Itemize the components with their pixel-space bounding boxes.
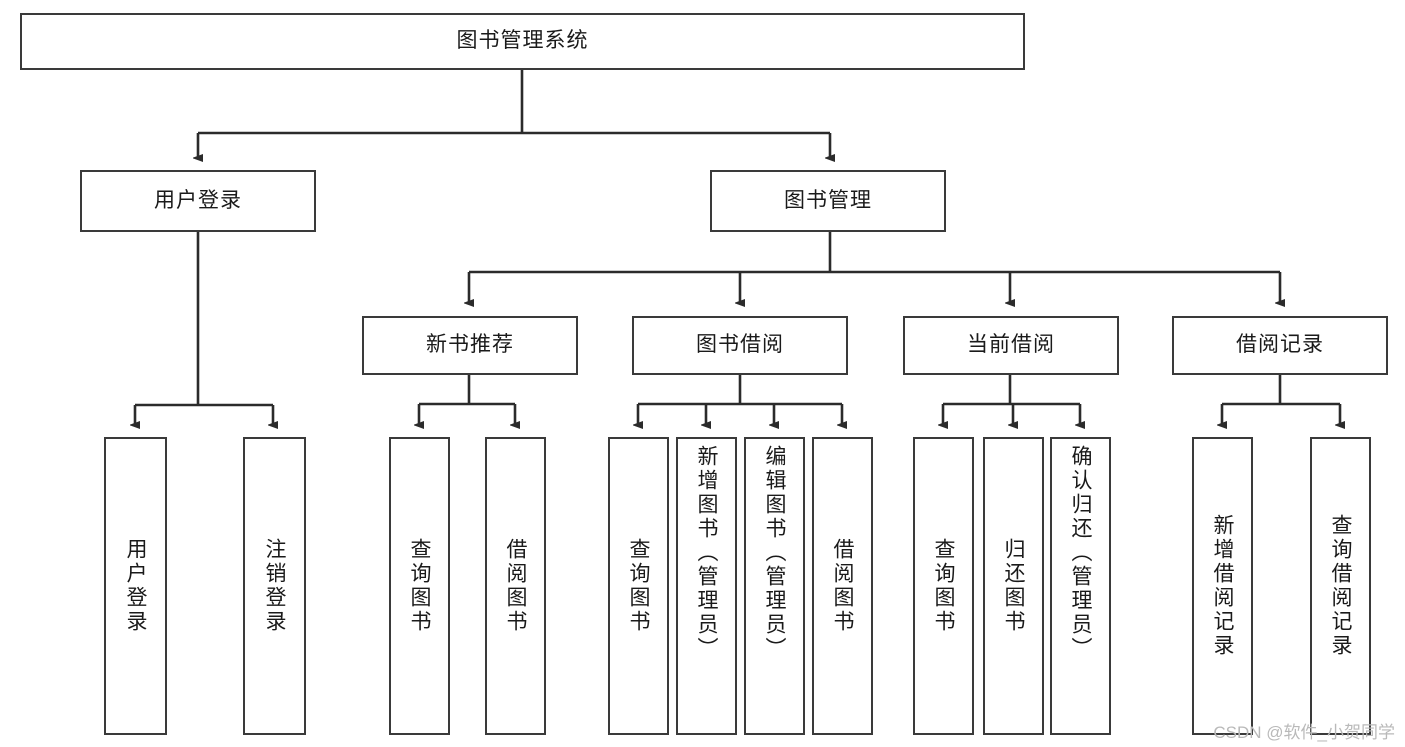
node-root[interactable]: 图书管理系统 [20,13,1025,70]
node-new-book-rec-label: 新书推荐 [426,333,514,357]
leaf-add-borrow-record-label: 新增借阅记录 [1211,514,1234,658]
leaf-edit-book-admin[interactable]: 编辑图书（管理员） [744,437,805,735]
leaf-user-login[interactable]: 用户登录 [104,437,167,735]
leaf-query-book-3-label: 查询图书 [932,538,955,634]
leaf-return-book[interactable]: 归还图书 [983,437,1044,735]
node-book-manage[interactable]: 图书管理 [710,170,946,232]
node-current-borrow[interactable]: 当前借阅 [903,316,1119,375]
watermark-text: CSDN @软件_小贺同学 [1213,723,1395,742]
leaf-confirm-return-admin[interactable]: 确认归还（管理员） [1050,437,1111,735]
leaf-user-login-label: 用户登录 [124,538,147,634]
node-borrow-record[interactable]: 借阅记录 [1172,316,1388,375]
leaf-query-book-3[interactable]: 查询图书 [913,437,974,735]
node-new-book-rec[interactable]: 新书推荐 [362,316,578,375]
leaf-logout-label: 注销登录 [263,538,286,634]
leaf-borrow-book-2[interactable]: 借阅图书 [812,437,873,735]
leaf-query-book-1-label: 查询图书 [408,538,431,634]
leaf-confirm-return-admin-label: 确认归还（管理员） [1069,445,1092,661]
leaf-query-borrow-record[interactable]: 查询借阅记录 [1310,437,1371,735]
leaf-add-borrow-record[interactable]: 新增借阅记录 [1192,437,1253,735]
leaf-add-book-admin[interactable]: 新增图书（管理员） [676,437,737,735]
node-book-manage-label: 图书管理 [784,188,872,212]
leaf-edit-book-admin-label: 编辑图书（管理员） [763,445,786,661]
leaf-borrow-book-1[interactable]: 借阅图书 [485,437,546,735]
leaf-logout[interactable]: 注销登录 [243,437,306,735]
node-book-borrow[interactable]: 图书借阅 [632,316,848,375]
node-user-login[interactable]: 用户登录 [80,170,316,232]
leaf-query-borrow-record-label: 查询借阅记录 [1329,514,1352,658]
node-book-borrow-label: 图书借阅 [696,333,784,357]
leaf-query-book-1[interactable]: 查询图书 [389,437,450,735]
node-borrow-record-label: 借阅记录 [1236,333,1324,357]
leaf-borrow-book-1-label: 借阅图书 [504,538,527,634]
leaf-return-book-label: 归还图书 [1002,538,1025,634]
node-user-login-label: 用户登录 [154,188,242,212]
node-current-borrow-label: 当前借阅 [967,333,1055,357]
leaf-borrow-book-2-label: 借阅图书 [831,538,854,634]
node-root-label: 图书管理系统 [456,29,589,53]
leaf-query-book-2[interactable]: 查询图书 [608,437,669,735]
leaf-query-book-2-label: 查询图书 [627,538,650,634]
leaf-add-book-admin-label: 新增图书（管理员） [695,445,718,661]
